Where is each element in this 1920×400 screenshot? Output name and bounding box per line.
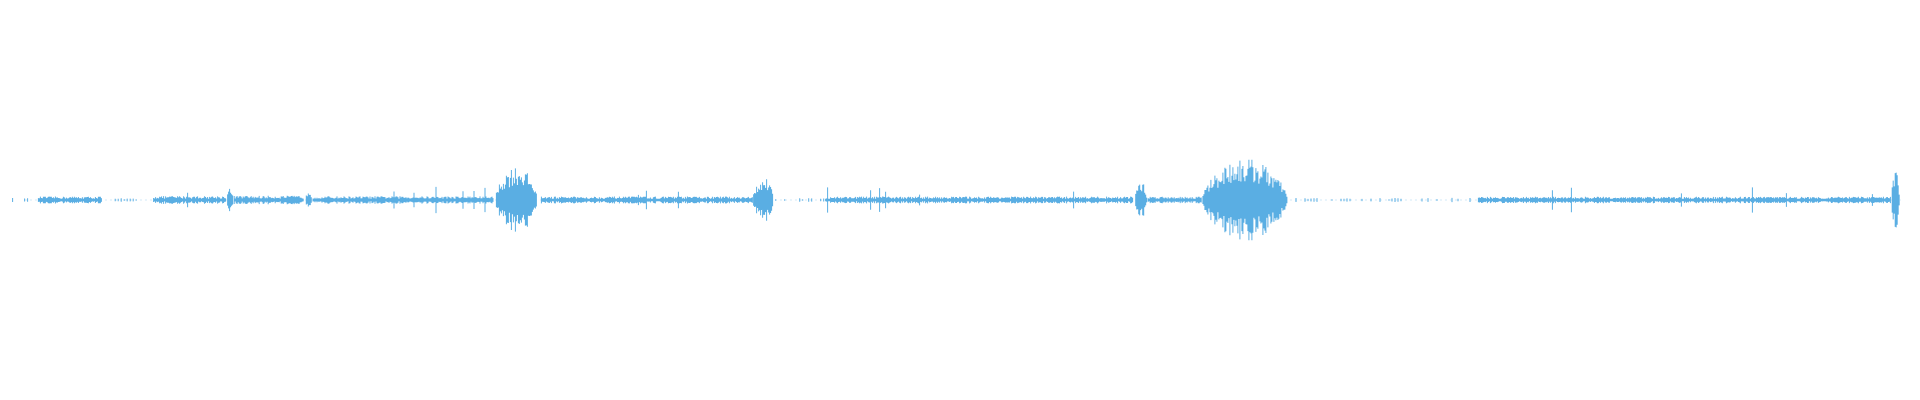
waveform-bars [12, 159, 1901, 241]
waveform-segment [12, 198, 29, 202]
waveform-segment [1891, 172, 1900, 228]
waveform-segment [775, 198, 825, 202]
waveform-segment [495, 168, 537, 232]
waveform-segment [153, 192, 227, 208]
waveform-segment [1295, 197, 1471, 203]
waveform-segment [1202, 159, 1288, 241]
waveform-segment [227, 188, 234, 212]
waveform-segment [233, 195, 304, 205]
waveform-segment [37, 196, 102, 204]
waveform-segment [753, 179, 774, 221]
waveform-segment [1477, 187, 1891, 213]
waveform-segment [305, 193, 312, 207]
waveform-segment [540, 190, 753, 210]
waveform-segment [1135, 184, 1148, 216]
waveform-segment [1147, 196, 1202, 204]
waveform-segment [312, 186, 494, 214]
waveform-segment [114, 198, 137, 202]
waveform-segment [825, 187, 1134, 213]
